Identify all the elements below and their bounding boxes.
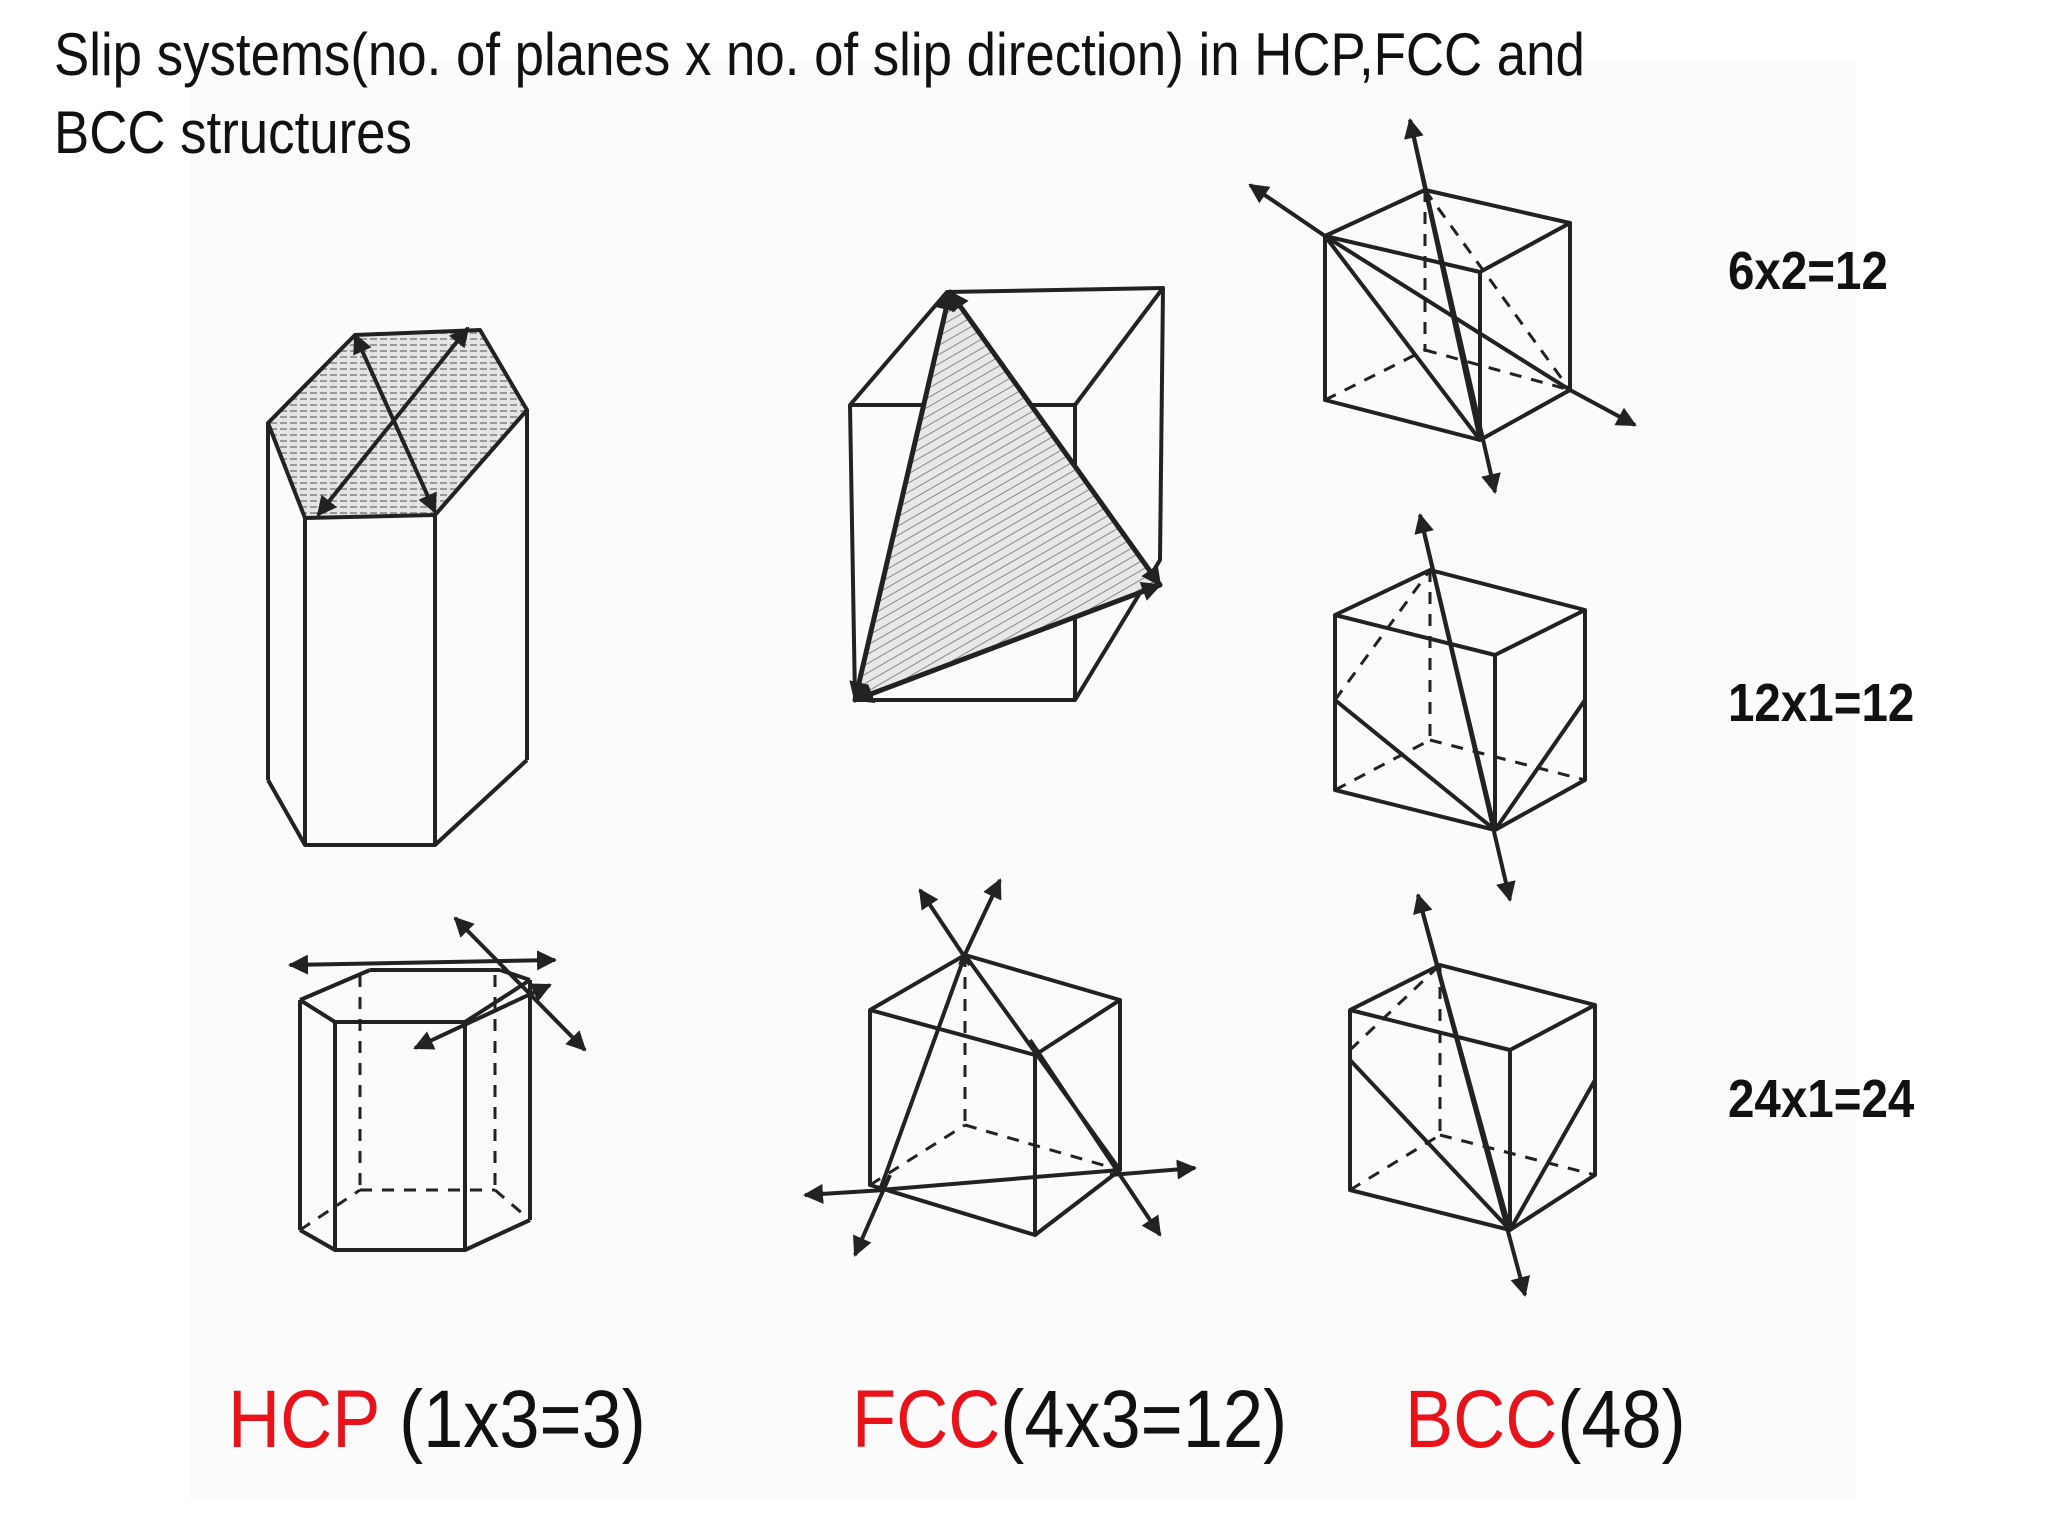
hcp-prism-small <box>288 916 587 1252</box>
slide-title: Slip systems(no. of planes x no. of slip… <box>54 21 1585 166</box>
fcc-caption: FCC(4x3=12) <box>852 1375 1287 1465</box>
bcc-cube-3 <box>1348 893 1597 1297</box>
bcc-row-3-label: 24x1=24 <box>1728 1069 1915 1129</box>
bcc-row-2-label: 12x1=12 <box>1728 673 1915 733</box>
bcc-cube-2 <box>1333 513 1587 902</box>
bcc-caption-value: (48) <box>1557 1374 1686 1465</box>
bcc-caption-name: BCC <box>1405 1374 1558 1465</box>
hcp-caption-name: HCP <box>228 1374 380 1465</box>
bcc-caption: BCC(48) <box>1405 1375 1686 1465</box>
hcp-caption: HCP (1x3=3) <box>228 1375 646 1465</box>
fcc-caption-value: (4x3=12) <box>1000 1374 1288 1465</box>
hcp-caption-value: (1x3=3) <box>379 1374 646 1465</box>
hcp-prism-large <box>266 326 529 847</box>
bcc-cube-1 <box>1248 118 1637 494</box>
fcc-cube-small <box>803 878 1197 1257</box>
fcc-cube-large <box>848 286 1165 704</box>
fcc-caption-name: FCC <box>852 1374 1001 1465</box>
bcc-row-1-label: 6x2=12 <box>1728 241 1888 301</box>
